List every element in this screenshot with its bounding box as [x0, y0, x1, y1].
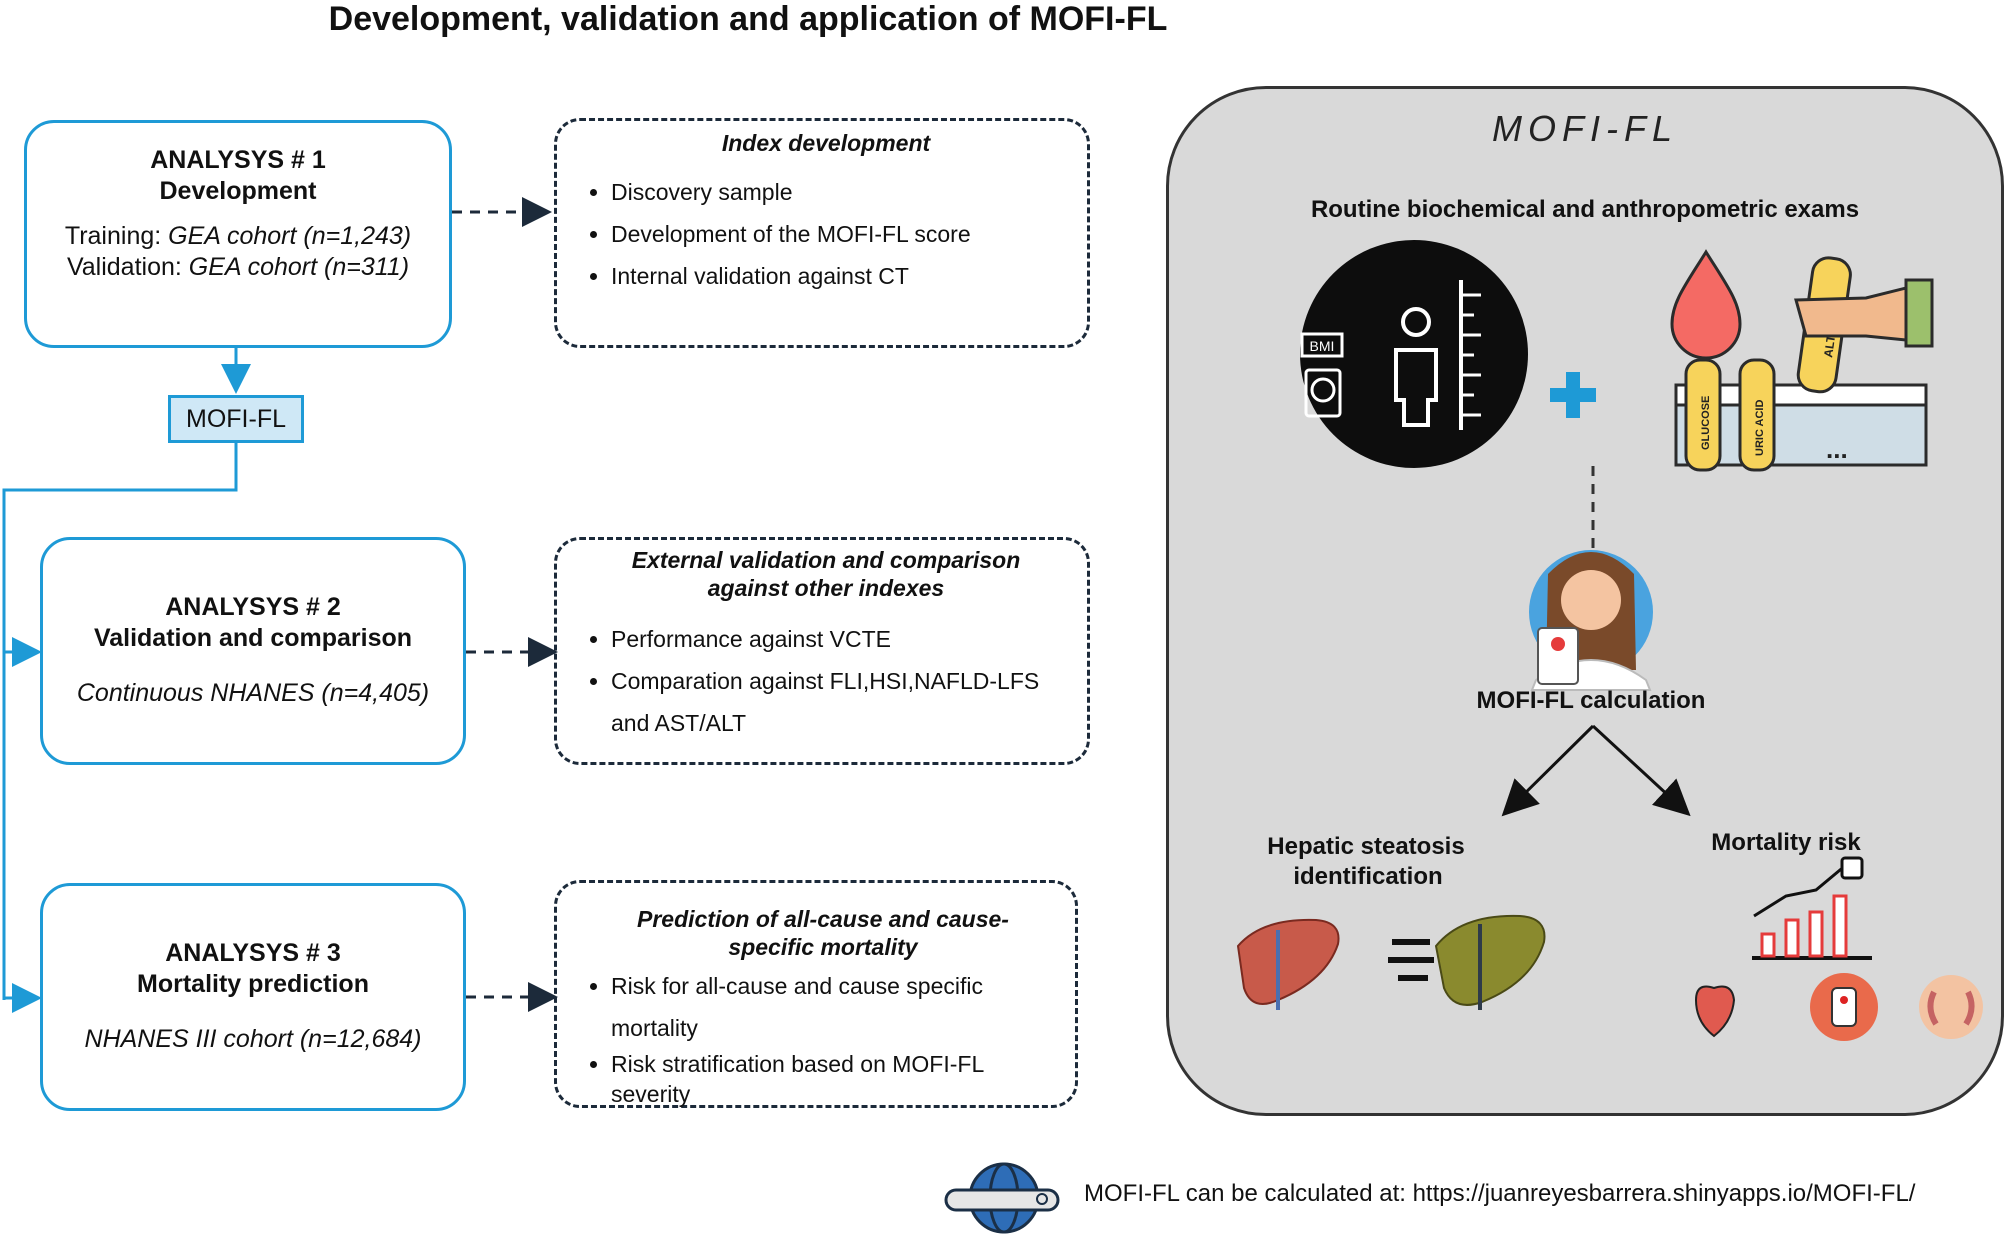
analysis-2-line-1: Continuous NHANES (n=4,405): [76, 679, 430, 707]
tube-label-glucose: GLUCOSE: [1700, 396, 1712, 450]
bullet: Performance against VCTE: [611, 618, 1067, 660]
figure-title: Development, validation and application …: [328, 0, 1168, 38]
bullet: Risk stratification based on MOFI-FL sev…: [611, 1049, 1061, 1109]
heart-icon: [1690, 983, 1742, 1038]
detail-3-heading-line-2: specific mortality: [728, 934, 918, 960]
exams-label: Routine biochemical and anthropometric e…: [1310, 196, 1860, 223]
ellipsis-label: ...: [1826, 434, 1848, 464]
web-globe-icon: [944, 1162, 1060, 1234]
analysis-3-line-1: NHANES III cohort (n=12,684): [84, 1025, 422, 1053]
detail-3-heading-line-1: Prediction of all-cause and cause-: [637, 906, 1009, 932]
tube-label-alt: ALT: [1821, 334, 1838, 359]
detail-2-bullets: Performance against VCTE Comparation aga…: [585, 618, 1067, 744]
healthy-liver-icon: [1236, 918, 1340, 1010]
steatosis-label-line-1: Hepatic steatosis: [1267, 833, 1464, 860]
analysis-1-line-1: Training: GEA cohort (n=1,243): [64, 222, 412, 250]
bullet: Discovery sample: [611, 171, 1067, 213]
chip-connector: [2, 443, 238, 1000]
steatosis-label-line-2: identification: [1293, 863, 1442, 890]
bmi-label: BMI: [1310, 338, 1335, 354]
rising-bars-icon: [1752, 856, 1872, 960]
tube-label-uric-acid: URIC ACID: [1754, 400, 1766, 456]
analysis-3-heading: ANALYSYS # 3: [165, 939, 341, 967]
fatty-liver-icon: [1388, 914, 1546, 1010]
doctor-icon: [1529, 550, 1653, 691]
bullet: Comparation against FLI,HSI,NAFLD-LFS an…: [611, 660, 1067, 744]
mortality-label: Mortality risk: [1711, 829, 1861, 856]
analysis-box-2: ANALYSYS # 2 Validation and comparison C…: [40, 537, 466, 765]
detail-1-bullets: Discovery sample Development of the MOFI…: [585, 171, 1067, 297]
analysis-2-heading: ANALYSYS # 2: [165, 593, 341, 621]
bmi-scale-icon: BMI: [1300, 240, 1528, 468]
bullet: Risk for all-cause and cause specific mo…: [611, 965, 1061, 1049]
kidney-icon: [1919, 975, 1983, 1039]
analysis-1-heading: ANALYSYS # 1: [150, 146, 326, 174]
detail-1-heading: Index development: [721, 130, 931, 156]
detail-2-heading-line-2: against other indexes: [707, 575, 945, 601]
arrow-to-steatosis: [1501, 724, 1595, 817]
detail-box-3: Prediction of all-cause and cause- speci…: [554, 880, 1078, 1108]
lab-tubes-icon: GLUCOSE URIC ACID ALT ...: [1670, 249, 1934, 472]
mofi-fl-chip: MOFI-FL: [168, 395, 304, 443]
detail-box-1: Index development Discovery sample Devel…: [554, 118, 1090, 348]
analysis-1-line-2: Validation: GEA cohort (n=311): [66, 253, 410, 281]
glucose-meter-icon: [1810, 973, 1878, 1041]
url-note: MOFI-FL can be calculated at: https://ju…: [1084, 1180, 1916, 1207]
panel-title: MOFI-FL: [1492, 108, 1678, 149]
calc-label: MOFI-FL calculation: [1477, 687, 1706, 714]
analysis-box-1: ANALYSYS # 1 Development Training: GEA c…: [24, 120, 452, 348]
analysis-1-subheading: Development: [159, 177, 317, 205]
analysis-box-3: ANALYSYS # 3 Mortality prediction NHANES…: [40, 883, 466, 1111]
analysis-2-subheading: Validation and comparison: [93, 624, 413, 652]
analysis-3-subheading: Mortality prediction: [137, 970, 369, 998]
bullet: Internal validation against CT: [611, 255, 1067, 297]
bullet: Development of the MOFI-FL score: [611, 213, 1067, 255]
detail-3-bullets: Risk for all-cause and cause specific mo…: [585, 965, 1061, 1109]
arrow-to-mortality: [1591, 724, 1691, 817]
detail-2-heading-line-1: External validation and comparison: [631, 547, 1021, 573]
panel-illustrations: BMI GLUCOSE URIC ACID ALT ...: [1236, 240, 1983, 1041]
detail-box-2: External validation and comparison again…: [554, 537, 1090, 765]
plus-icon: [1550, 372, 1596, 418]
